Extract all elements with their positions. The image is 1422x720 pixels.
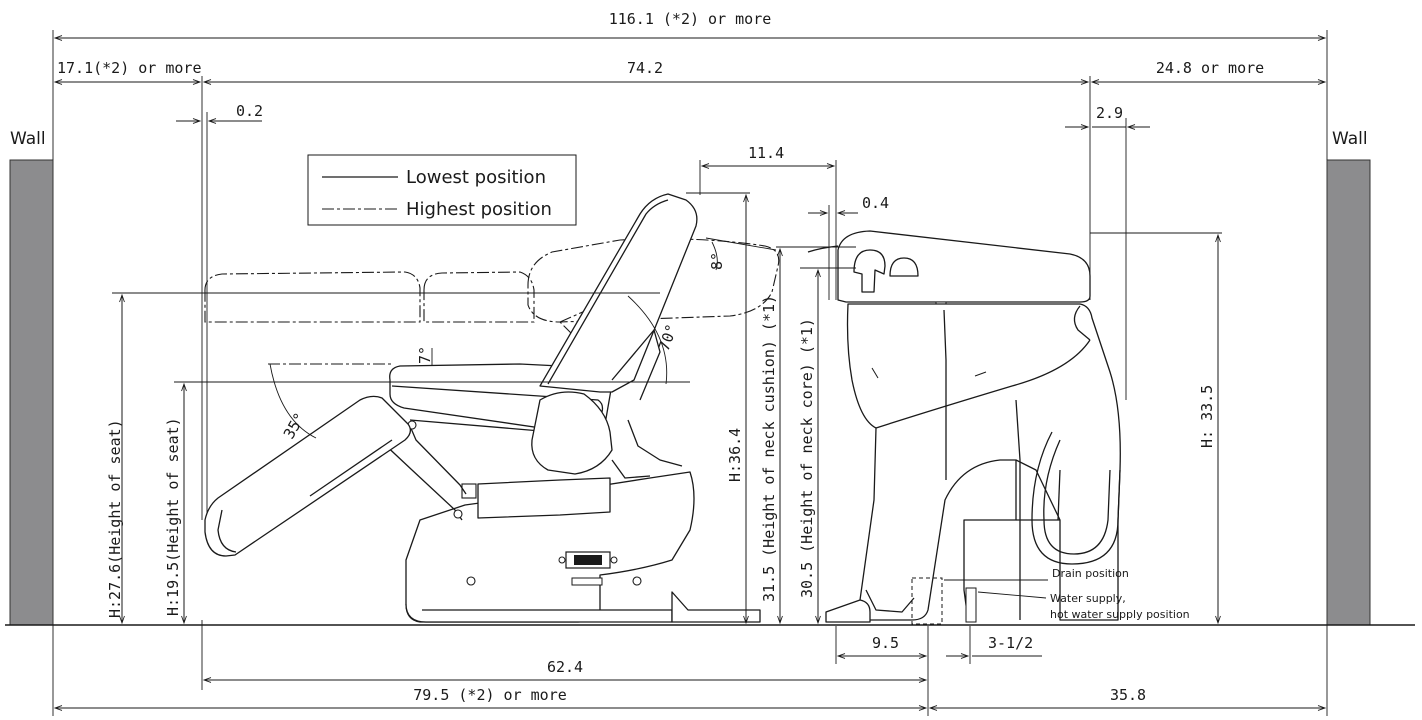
legend-lowest: Lowest position bbox=[406, 167, 546, 188]
offset-04-label: 0.4 bbox=[862, 194, 889, 212]
height-335-label: H: 33.5 bbox=[1198, 385, 1216, 448]
left-clearance-label: 17.1(*2) or more bbox=[57, 59, 202, 77]
chair-to-basin-label: 74.2 bbox=[627, 59, 663, 77]
angle-35-label: 35° bbox=[280, 410, 309, 442]
chair-highest-position bbox=[204, 238, 780, 373]
right-clearance-label: 24.8 or more bbox=[1156, 59, 1264, 77]
water-supply-label-2: hot water supply position bbox=[1050, 608, 1190, 621]
legend-box bbox=[307, 154, 577, 226]
angle-8-arc bbox=[711, 241, 718, 271]
offset-114-label: 11.4 bbox=[748, 144, 784, 162]
dim-624-label: 62.4 bbox=[547, 658, 583, 676]
water-supply-label-1: Water supply, bbox=[1050, 592, 1126, 605]
drain-position-label: Drain position bbox=[1052, 567, 1129, 580]
chair-lowest-position bbox=[204, 193, 761, 623]
angle-7-label: 7° bbox=[416, 346, 434, 364]
angle-35-arc bbox=[269, 363, 317, 439]
neck-core-label: 30.5 (Height of neck core) (*1) bbox=[798, 318, 816, 598]
seat-high-label: H:27.6(Height of seat) bbox=[106, 419, 124, 618]
legend-highest: Highest position bbox=[406, 199, 552, 220]
left-wall-label: Wall bbox=[10, 129, 46, 149]
right-wall bbox=[1326, 159, 1371, 626]
dim-95-label: 9.5 bbox=[872, 634, 899, 652]
dim-312-label: 3-1/2 bbox=[988, 634, 1033, 652]
shampoo-unit bbox=[807, 230, 1121, 625]
offset-29-label: 2.9 bbox=[1096, 104, 1123, 122]
left-wall bbox=[9, 159, 54, 626]
angle-70-arc bbox=[627, 295, 668, 385]
angle-70-label: 70° bbox=[655, 322, 681, 354]
angle-8-label: 8° bbox=[708, 252, 726, 270]
height-364-label: H:36.4 bbox=[726, 428, 744, 482]
right-wall-label: Wall bbox=[1332, 129, 1368, 149]
dim-358-label: 35.8 bbox=[1110, 686, 1146, 704]
overall-width-label: 116.1 (*2) or more bbox=[609, 10, 772, 28]
offset-02-label: 0.2 bbox=[236, 102, 263, 120]
neck-cushion-label: 31.5 (Height of neck cushion) (*1) bbox=[760, 295, 778, 602]
seat-low-label: H:19.5(Height of seat) bbox=[164, 417, 182, 616]
dim-795-label: 79.5 (*2) or more bbox=[413, 686, 567, 704]
